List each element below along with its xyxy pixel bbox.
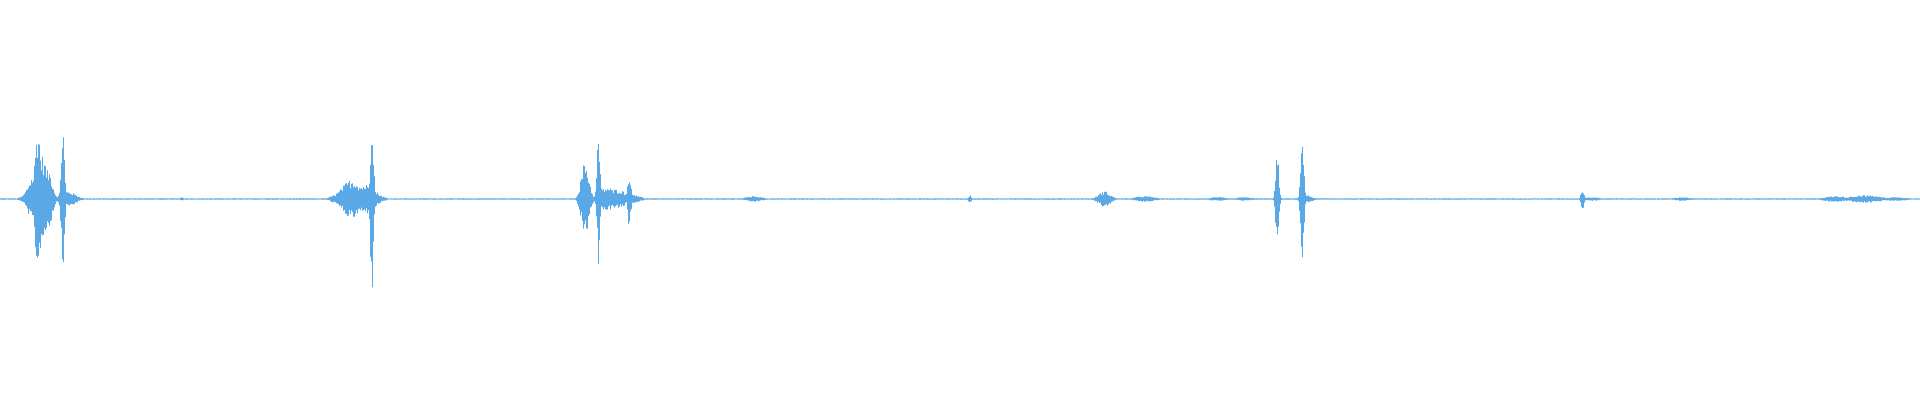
waveform-trace	[0, 137, 1920, 288]
